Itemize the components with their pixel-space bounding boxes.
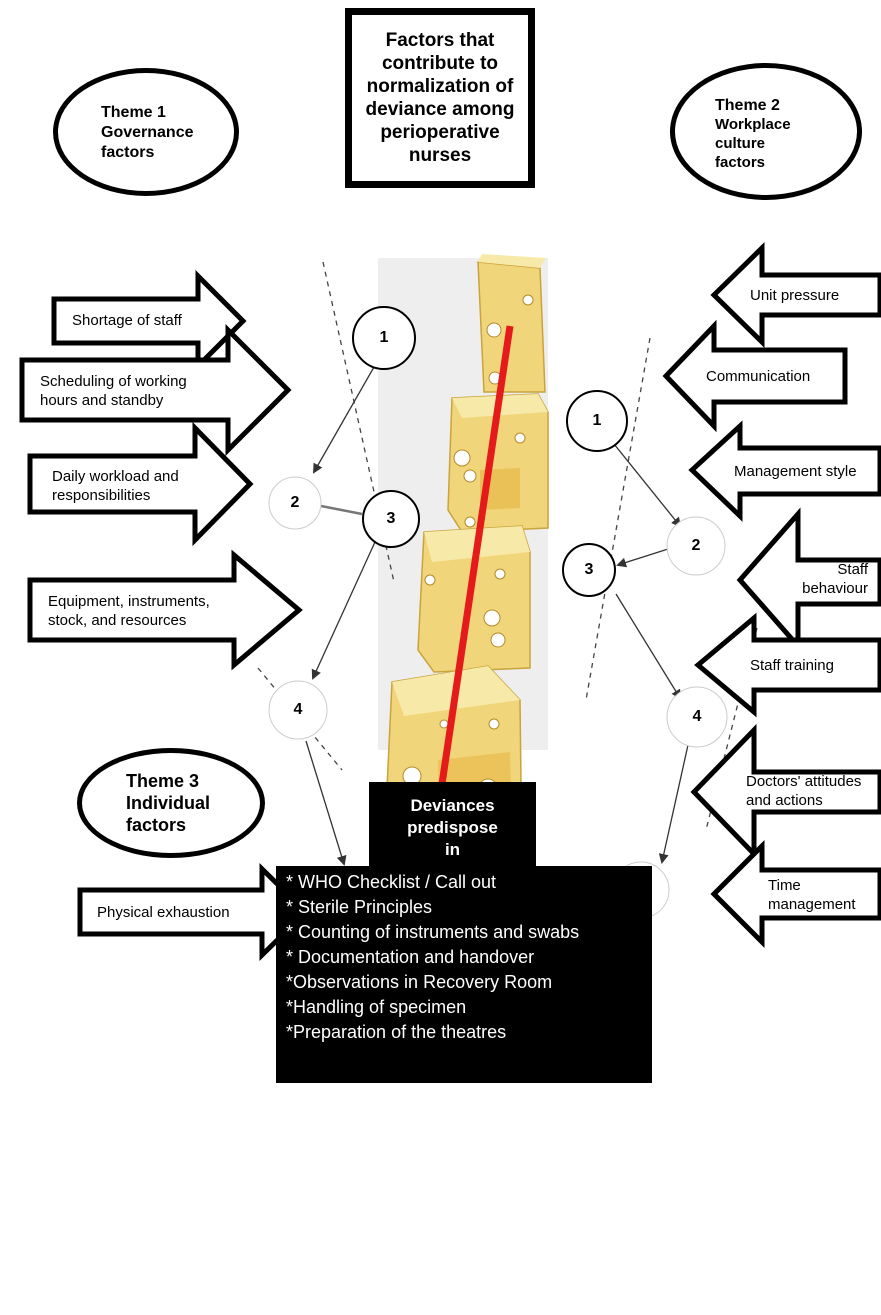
theme-3-oval: Theme 3 Individual factors xyxy=(77,748,265,858)
left-step-4-number: 4 xyxy=(278,701,318,719)
left-connector-2-3 xyxy=(321,506,362,514)
right-step-2-number: 2 xyxy=(676,537,716,555)
left-connector-3-4 xyxy=(313,542,375,678)
cheese-slice-1 xyxy=(478,254,546,392)
left-step-3-number: 3 xyxy=(371,510,411,528)
theme-3-heading: Theme 3 xyxy=(126,770,260,792)
deviance-item: * Sterile Principles xyxy=(286,895,652,920)
right-connector-3-4 xyxy=(616,594,680,698)
right-factor-label-7: Time management xyxy=(768,876,868,914)
right-factor-label-1: Unit pressure xyxy=(750,286,839,305)
deviance-item: *Preparation of the theatres xyxy=(286,1020,652,1045)
left-factor-label-3: Daily workload and responsibilities xyxy=(52,467,212,505)
deviances-list: * WHO Checklist / Call out * Sterile Pri… xyxy=(276,866,652,1083)
diagram-title: Factors that contribute to normalization… xyxy=(345,8,535,188)
deviance-item: *Handling of specimen xyxy=(286,995,652,1020)
theme-1-heading: Theme 1 xyxy=(101,103,234,123)
deviance-item: * WHO Checklist / Call out xyxy=(286,870,652,895)
right-step-3-number: 3 xyxy=(569,561,609,579)
theme-1-oval: Theme 1 Governance factors xyxy=(53,68,239,196)
left-factor-label-1: Shortage of staff xyxy=(72,311,182,330)
left-factor-label-2: Scheduling of working hours and standby xyxy=(40,372,220,410)
left-step-2-number: 2 xyxy=(275,494,315,512)
right-factor-label-4: Staff behaviour xyxy=(786,560,868,598)
deviances-title: Deviances predispose in xyxy=(398,795,508,861)
left-step-1-number: 1 xyxy=(364,329,404,347)
theme-1-name: Governance factors xyxy=(101,123,211,163)
left-factor-label-5: Physical exhaustion xyxy=(97,903,230,922)
right-connector-4-5 xyxy=(662,745,688,862)
left-connector-4-5 xyxy=(306,741,344,864)
right-factor-label-6: Doctors' attitudes and actions xyxy=(746,772,876,810)
theme-2-oval: Theme 2 Workplace culture factors xyxy=(670,63,862,200)
right-factor-label-3: Management style xyxy=(734,462,857,481)
deviance-item: * Counting of instruments and swabs xyxy=(286,920,652,945)
left-connector-1-2 xyxy=(314,360,378,472)
deviance-item: *Observations in Recovery Room xyxy=(286,970,652,995)
right-connector-1-2 xyxy=(614,444,680,526)
right-factor-label-5: Staff training xyxy=(750,656,834,675)
right-step-4-number: 4 xyxy=(677,708,717,726)
theme-2-name: Workplace culture factors xyxy=(715,115,815,172)
theme-2-heading: Theme 2 xyxy=(715,96,857,115)
left-factor-label-4: Equipment, instruments, stock, and resou… xyxy=(48,592,238,630)
deviances-title-box: Deviances predispose in xyxy=(369,782,536,874)
right-factor-label-2: Communication xyxy=(706,367,810,386)
right-connector-2-3 xyxy=(618,549,668,565)
deviance-item: * Documentation and handover xyxy=(286,945,652,970)
right-step-1-number: 1 xyxy=(577,412,617,430)
theme-3-name: Individual factors xyxy=(126,792,216,836)
